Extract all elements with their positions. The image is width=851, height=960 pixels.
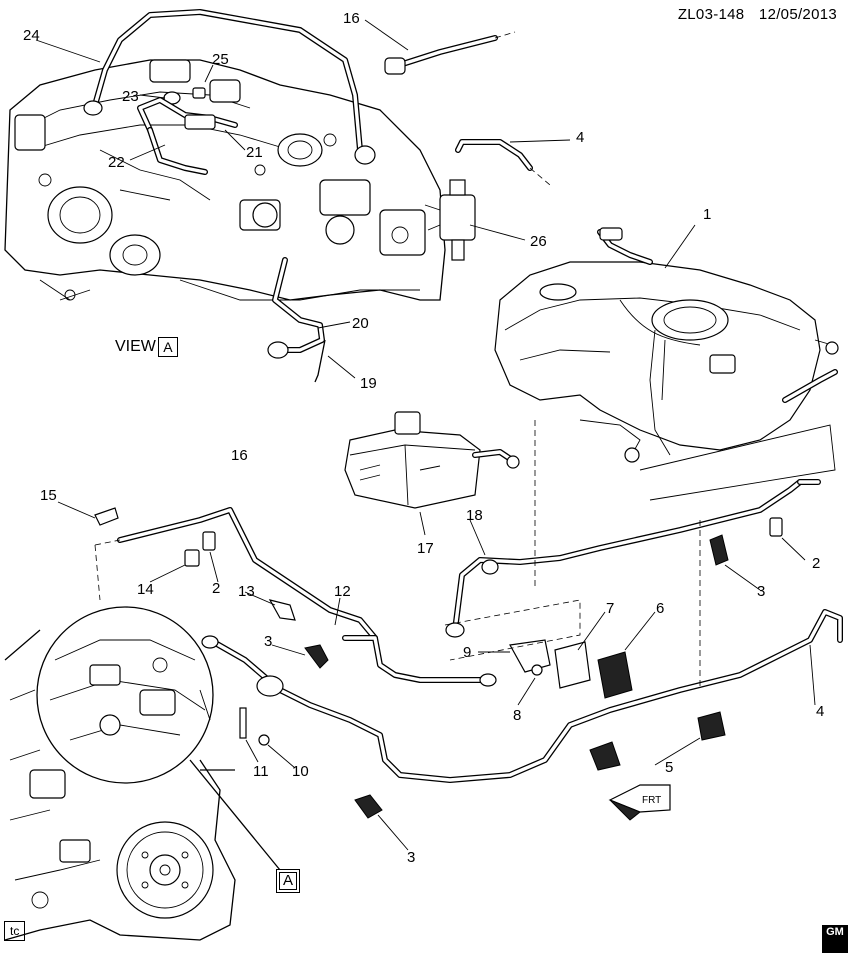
callout-18: 18 (466, 507, 483, 524)
callout-5: 5 (665, 759, 673, 776)
clip-2-left (202, 531, 216, 551)
nut-10 (258, 734, 270, 746)
callout-13: 13 (238, 583, 255, 600)
bracket-6 (597, 651, 633, 699)
gm-logo: GM (822, 925, 848, 953)
diagram-date: 12/05/2013 (758, 6, 837, 23)
callout-numbers: 1 2 2 3 3 3 4 4 5 6 7 8 9 10 11 12 13 14… (23, 10, 824, 866)
callout-14: 14 (137, 581, 154, 598)
bolt-11 (239, 707, 247, 739)
callout-3-right: 3 (757, 583, 765, 600)
callout-26: 26 (530, 233, 547, 250)
clip-3-right (709, 534, 729, 566)
callout-23: 23 (122, 88, 139, 105)
callout-17: 17 (417, 540, 434, 557)
pipe-4-lower (207, 609, 843, 783)
callout-10: 10 (292, 763, 309, 780)
engine-top-illustration (4, 59, 446, 301)
callout-21: 21 (246, 144, 263, 161)
callout-2-left: 2 (212, 580, 220, 597)
callout-3-bottom: 3 (407, 849, 415, 866)
callout-20: 20 (352, 315, 369, 332)
callout-1: 1 (703, 206, 711, 223)
purge-valve-26 (424, 179, 476, 261)
callout-4-lower: 4 (816, 703, 824, 720)
callout-19: 19 (360, 375, 377, 392)
callout-25: 25 (212, 51, 229, 68)
view-label: VIEW A (115, 337, 178, 357)
callout-4-top: 4 (576, 129, 584, 146)
clip-5-left (589, 741, 621, 771)
callout-2-right: 2 (812, 555, 820, 572)
callout-7: 7 (606, 600, 614, 617)
callout-16-top: 16 (343, 10, 360, 27)
evap-canister-17 (344, 411, 520, 509)
gm-logo-text: GM (826, 926, 844, 938)
bracket-9 (509, 639, 551, 673)
pipe-18 (452, 479, 803, 633)
clip-3-bottom (354, 794, 383, 819)
callout-24: 24 (23, 27, 40, 44)
connector-13 (268, 599, 296, 621)
leader-lines (35, 19, 816, 851)
clip-3-mid (304, 644, 329, 669)
callout-6: 6 (656, 600, 664, 617)
callout-15: 15 (40, 487, 57, 504)
fuel-tank-1 (494, 227, 839, 463)
callout-3-mid: 3 (264, 633, 272, 650)
callout-11: 11 (253, 763, 269, 780)
diagram-header: ZL03-148 12/05/2013 (668, 6, 837, 23)
clip-2-right (769, 517, 783, 537)
front-arrow-text: FRT (642, 795, 661, 806)
view-label-text: VIEW (115, 338, 156, 355)
engine-block-lower (4, 629, 236, 941)
callout-9: 9 (463, 644, 471, 661)
bracket-7 (554, 641, 591, 689)
callout-22: 22 (108, 154, 125, 171)
detail-ref-box: A (276, 869, 300, 893)
bolt-8 (531, 664, 543, 676)
callout-12: 12 (334, 583, 351, 600)
diagram-code: ZL03-148 (677, 6, 745, 23)
engine-detail-circle (36, 606, 214, 784)
part-25 (192, 87, 206, 99)
view-ref-box: A (157, 337, 178, 357)
callout-8: 8 (513, 707, 521, 724)
clip-19 (314, 339, 326, 383)
clip-14 (184, 549, 200, 567)
footer-tag: tc (4, 921, 26, 941)
part-15 (94, 507, 119, 526)
callout-16-lower: 16 (231, 447, 248, 464)
clip-5-right (697, 711, 726, 741)
front-arrow: FRT (608, 784, 671, 821)
damper (256, 675, 284, 697)
part-21 (184, 114, 216, 130)
